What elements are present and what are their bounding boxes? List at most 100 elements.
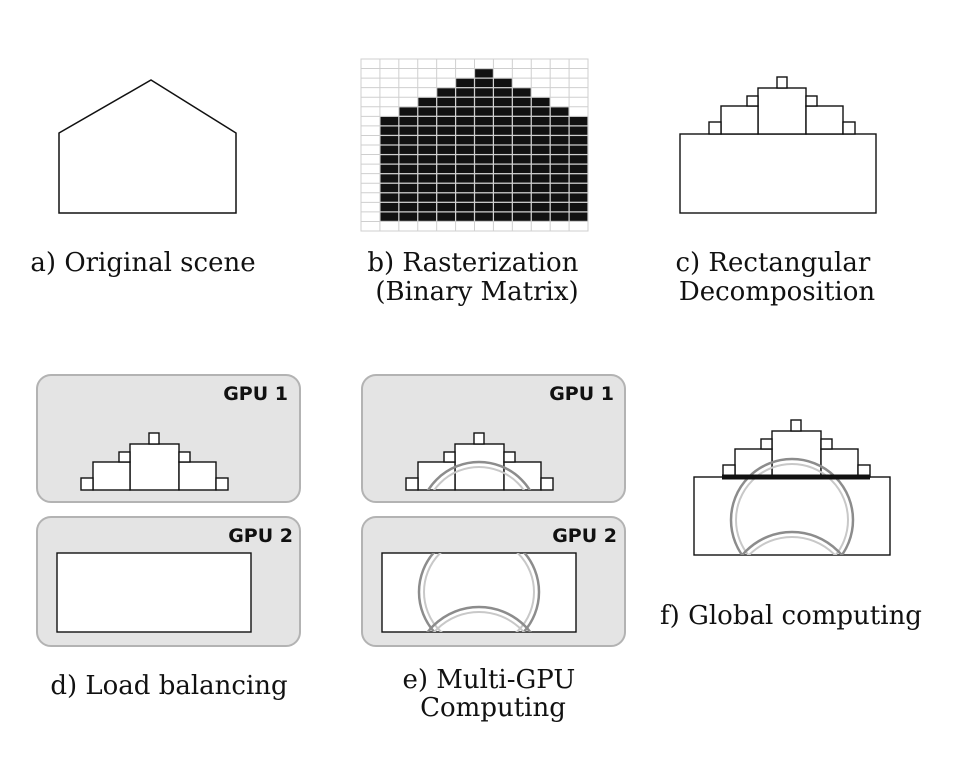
small-left-upper-step bbox=[443, 451, 456, 463]
filled-cell bbox=[512, 88, 531, 97]
filled-cell bbox=[531, 97, 550, 107]
filled-cell bbox=[456, 145, 474, 154]
filled-cell bbox=[512, 164, 531, 174]
filled-cell bbox=[494, 88, 512, 97]
caption-line: d) Load balancing bbox=[50, 671, 287, 701]
base-rectangle bbox=[693, 476, 891, 556]
filled-cell bbox=[475, 164, 493, 174]
small-right-upper-step bbox=[805, 95, 818, 107]
caption-line: Decomposition bbox=[679, 277, 875, 307]
filled-cell bbox=[380, 164, 399, 174]
house-outline bbox=[58, 79, 237, 214]
panel-rectangular-decomposition bbox=[679, 76, 877, 214]
filled-cell bbox=[399, 193, 418, 202]
wave-arc-dark-outer bbox=[417, 553, 541, 632]
wave-arc-light-outer bbox=[423, 553, 535, 632]
small-left-upper-step bbox=[760, 438, 773, 450]
filled-cell bbox=[380, 145, 399, 154]
filled-cell bbox=[437, 136, 455, 145]
filled-cell bbox=[437, 193, 455, 202]
filled-cell bbox=[531, 136, 550, 145]
caption-rasterization: b) Rasterization (Binary Matrix) bbox=[367, 248, 586, 307]
filled-cell bbox=[475, 107, 493, 116]
top-rectangle bbox=[129, 443, 180, 491]
filled-cell bbox=[418, 126, 437, 135]
filled-cell bbox=[475, 126, 493, 135]
small-right-step bbox=[215, 477, 229, 491]
filled-cell bbox=[399, 174, 418, 183]
filled-cell bbox=[418, 174, 437, 183]
base-rectangle bbox=[679, 133, 877, 214]
filled-cell bbox=[569, 155, 588, 164]
panel-rasterization bbox=[360, 58, 589, 232]
gpu2-base-rectangle bbox=[381, 552, 577, 633]
panel-load-balancing: GPU 1 GPU 2 bbox=[36, 374, 301, 647]
filled-cell bbox=[512, 174, 531, 183]
filled-cell bbox=[550, 116, 569, 126]
left-rectangle bbox=[92, 461, 131, 491]
filled-cell bbox=[550, 107, 569, 116]
filled-cell bbox=[456, 116, 474, 126]
filled-cell bbox=[512, 212, 531, 221]
filled-cell bbox=[531, 155, 550, 164]
filled-cell bbox=[380, 136, 399, 145]
wave-arc-light-inner bbox=[747, 536, 837, 555]
small-right-upper-step bbox=[503, 451, 516, 463]
filled-cell bbox=[380, 193, 399, 202]
filled-cell bbox=[437, 145, 455, 154]
filled-cell bbox=[380, 212, 399, 221]
filled-cell bbox=[569, 183, 588, 193]
filled-cell bbox=[456, 193, 474, 202]
filled-cell bbox=[475, 155, 493, 164]
caption-global-computing: f) Global computing bbox=[660, 601, 922, 631]
filled-cell bbox=[475, 88, 493, 97]
wave-arc-light-outer bbox=[735, 463, 849, 555]
filled-cell bbox=[494, 136, 512, 145]
small-left-step bbox=[80, 477, 94, 491]
small-top-step bbox=[473, 432, 485, 445]
filled-cell bbox=[569, 126, 588, 135]
filled-cell bbox=[531, 164, 550, 174]
filled-cell bbox=[494, 126, 512, 135]
gpu2-label: GPU 2 bbox=[228, 525, 293, 547]
filled-cell bbox=[399, 107, 418, 116]
filled-cell bbox=[494, 183, 512, 193]
small-left-upper-step bbox=[746, 95, 759, 107]
caption-line: e) Multi-GPU bbox=[402, 665, 575, 695]
filled-cell bbox=[512, 97, 531, 107]
filled-cell bbox=[437, 212, 455, 221]
filled-cell bbox=[569, 212, 588, 221]
filled-cell bbox=[494, 212, 512, 221]
gpu2-wave-arcs bbox=[417, 553, 541, 632]
filled-cell bbox=[399, 116, 418, 126]
filled-cell bbox=[437, 183, 455, 193]
filled-cell bbox=[437, 174, 455, 183]
filled-cell bbox=[399, 202, 418, 212]
filled-cell bbox=[531, 126, 550, 135]
filled-cell bbox=[475, 136, 493, 145]
filled-cell bbox=[456, 174, 474, 183]
caption-line: Computing bbox=[420, 693, 566, 723]
filled-cell bbox=[380, 202, 399, 212]
filled-cell bbox=[512, 126, 531, 135]
filled-cell bbox=[550, 155, 569, 164]
filled-cell bbox=[418, 193, 437, 202]
left-rectangle bbox=[720, 105, 759, 135]
filled-cell bbox=[399, 183, 418, 193]
filled-cell bbox=[512, 155, 531, 164]
small-top-step bbox=[790, 419, 802, 432]
caption-line: f) Global computing bbox=[660, 601, 922, 631]
panel-multi-gpu-computing: GPU 1 GPU 2 bbox=[361, 374, 626, 647]
filled-cell bbox=[437, 107, 455, 116]
wave-arc-dark-inner bbox=[740, 530, 844, 555]
gpu1-rectangles bbox=[80, 432, 229, 491]
filled-cell bbox=[569, 193, 588, 202]
filled-cell bbox=[569, 174, 588, 183]
filled-cell bbox=[475, 69, 493, 78]
caption-line: b) Rasterization bbox=[367, 248, 578, 278]
filled-cell bbox=[550, 193, 569, 202]
global-wave-arcs bbox=[729, 457, 855, 555]
upper-rectangles bbox=[722, 419, 871, 478]
filled-cell bbox=[399, 126, 418, 135]
